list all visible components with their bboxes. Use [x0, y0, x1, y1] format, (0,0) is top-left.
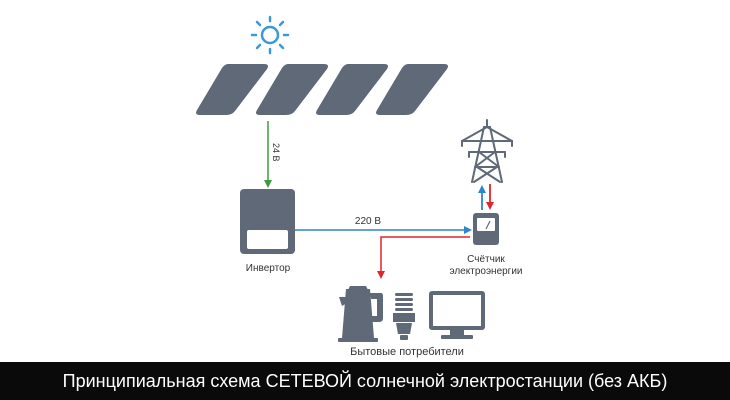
solar-panel-icon: [376, 64, 448, 115]
sun-icon: [250, 15, 290, 55]
solar-panel-array: [196, 64, 448, 115]
solar-panel-icon: [316, 64, 388, 115]
solar-panel-icon: [196, 64, 268, 115]
solar-panel-icon: [256, 64, 328, 115]
grid-tie-solar-diagram: 24 В Инвертор 220 В Счётчик электроэнерг…: [196, 15, 523, 358]
dc-voltage-label: 24 В: [271, 143, 281, 162]
inverter-icon: [240, 189, 295, 254]
consumers-label: Бытовые потребители: [350, 346, 464, 358]
consumer-feed-line: [377, 236, 470, 279]
lamp-icon: [393, 293, 415, 340]
ac-voltage-label: 220 В: [355, 216, 381, 227]
caption-bar: Принципиальная схема СЕТЕВОЙ солнечной э…: [0, 362, 730, 400]
meter-label-line1: Счётчик: [467, 254, 505, 265]
meter-label-line2: электроэнергии: [449, 266, 522, 277]
caption-text: Принципиальная схема СЕТЕВОЙ солнечной э…: [62, 370, 668, 391]
inverter-label: Инвертор: [246, 263, 291, 274]
monitor-icon: [429, 291, 485, 339]
power-tower-icon: [461, 119, 513, 183]
meter-icon: [473, 213, 499, 245]
kettle-icon: [338, 286, 383, 342]
